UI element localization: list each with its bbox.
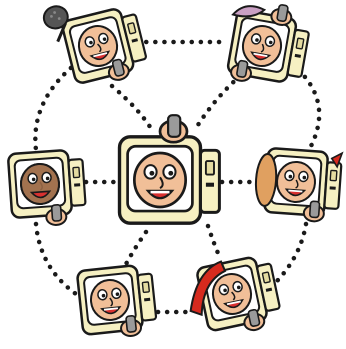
user-top-right bbox=[222, 0, 313, 91]
link-center-to-bottom-right bbox=[208, 226, 220, 258]
link-top-right-to-center bbox=[196, 76, 240, 128]
link-right-to-bottom-right bbox=[270, 224, 306, 288]
link-center-to-bottom-left bbox=[124, 232, 146, 268]
user-middle-left bbox=[8, 149, 87, 228]
link-top-left-to-center bbox=[112, 86, 152, 130]
user-middle-right bbox=[253, 147, 342, 223]
user-center bbox=[120, 115, 220, 223]
link-left-to-bottom-left bbox=[36, 224, 76, 294]
link-top-left-to-left bbox=[35, 62, 78, 150]
user-bottom-left bbox=[77, 264, 158, 341]
user-bottom-right bbox=[182, 252, 283, 343]
